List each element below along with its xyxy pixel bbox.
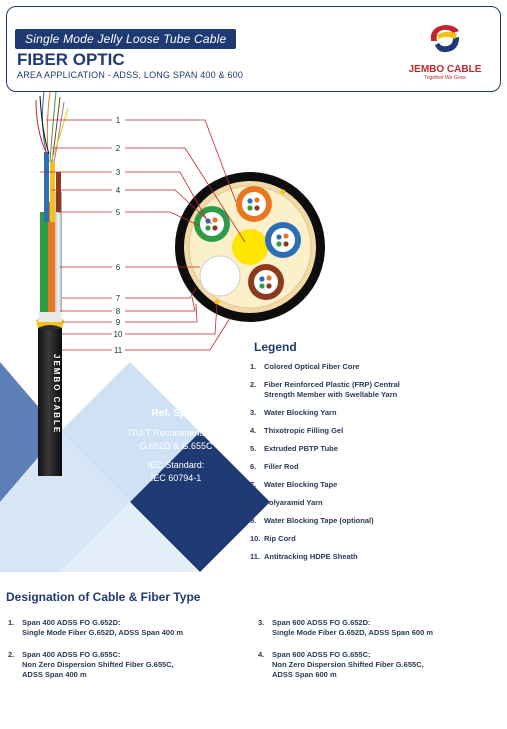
- legend-item: 6.Filler Rod: [250, 462, 299, 471]
- callout-11: 11: [114, 346, 123, 355]
- filler-rod: [199, 255, 241, 297]
- legend-item: 3.Water Blocking Yarn: [250, 408, 337, 417]
- cable-cross-section: [175, 172, 325, 322]
- cable-diagram: JEMBO CABLE: [0, 92, 325, 572]
- ref-spec-line: IEC Standard:: [147, 460, 205, 470]
- callout-4: 4: [116, 186, 121, 195]
- designation-item: 1. Span 400 ADSS FO G.652D:Single Mode F…: [8, 618, 184, 637]
- callout-8: 8: [116, 307, 121, 316]
- callout-lines: [40, 119, 246, 351]
- callout-10: 10: [114, 330, 123, 339]
- page-title: FIBER OPTIC: [17, 50, 125, 69]
- fiber-dots: [205, 197, 289, 289]
- area-application: AREA APPLICATION - ADSS, LONG SPAN 400 &…: [17, 70, 244, 80]
- logo-name: JEMBO CABLE: [408, 64, 482, 75]
- cable-print-text: JEMBO CABLE: [52, 354, 61, 434]
- legend-item: 7.Water Blocking Tape: [250, 480, 338, 489]
- ref-spec-title: Ref. Spec:: [151, 408, 201, 419]
- legend-title: Legend: [254, 340, 297, 354]
- central-strength-member: [232, 229, 268, 265]
- cable-body: JEMBO CABLE: [36, 152, 64, 476]
- designation-title: Designation of Cable & Fiber Type: [6, 590, 201, 604]
- designation-item: 2. Span 400 ADSS FO G.655C:Non Zero Disp…: [8, 650, 174, 679]
- callout-2: 2: [116, 144, 121, 153]
- designation-item: 3. Span 600 ADSS FO G.652D:Single Mode F…: [258, 618, 434, 637]
- legend-item: 9.Water Blocking Tape (optional): [250, 516, 374, 525]
- logo-tagline: Together We Grow: [424, 75, 466, 81]
- header-card: Single Mode Jelly Loose Tube Cable FIBER…: [6, 6, 501, 92]
- legend-item: 2.Fiber Reinforced Plastic (FRP) Central…: [250, 380, 400, 399]
- ref-spec: Ref. Spec: ITU-T Recommendation G.652D &…: [96, 408, 256, 485]
- callout-7: 7: [116, 294, 121, 303]
- optical-fibers: [35, 92, 69, 163]
- callout-numbers: 1 2 3 4 5 6 7 8 9 10 11: [114, 116, 123, 355]
- callout-3: 3: [116, 168, 121, 177]
- callout-6: 6: [116, 263, 121, 272]
- logo-mark-icon: [430, 25, 459, 53]
- company-logo: JEMBO CABLE Together We Grow: [400, 21, 490, 85]
- legend-item: 10.Rip Cord: [250, 534, 296, 543]
- legend-item: 1.Colored Optical Fiber Core: [250, 362, 360, 371]
- legend-item: 11.Antitracking HDPE Sheath: [250, 552, 358, 561]
- legend-item: 8.Polyaramid Yarn: [250, 498, 323, 507]
- ref-spec-line: IEC 60794-1: [150, 473, 202, 483]
- legend-list: 1.Colored Optical Fiber Core 2.Fiber Rei…: [250, 362, 500, 570]
- ref-spec-line: ITU-T Recommendation: [128, 428, 224, 438]
- ref-spec-line: G.652D & G.655C: [139, 441, 213, 451]
- callout-5: 5: [116, 208, 121, 217]
- product-subtitle: Single Mode Jelly Loose Tube Cable: [15, 29, 237, 49]
- callout-1: 1: [116, 116, 121, 125]
- legend-item: 4.Thixotropic Filling Gel: [250, 426, 344, 435]
- background-panels: [0, 362, 270, 572]
- designation-item: 4. Span 600 ADSS FO G.655C:Non Zero Disp…: [258, 650, 424, 679]
- callout-9: 9: [116, 318, 121, 327]
- legend-item: 5.Extruded PBTP Tube: [250, 444, 338, 453]
